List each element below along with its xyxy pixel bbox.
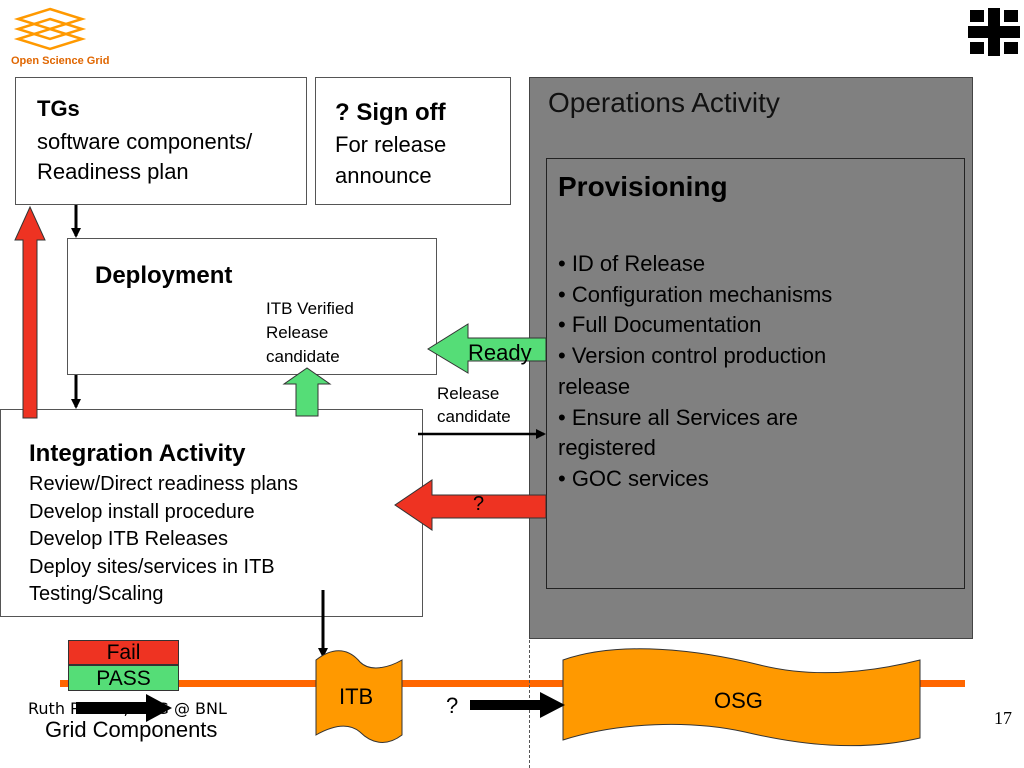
provisioning-box: Provisioning • ID of Release • Configura… bbox=[546, 158, 965, 589]
tgs-line2: Readiness plan bbox=[37, 159, 189, 184]
integration-item: Review/Direct readiness plans bbox=[29, 473, 299, 495]
signoff-box: ? Sign off For release announce bbox=[315, 77, 511, 205]
provisioning-item: • Ensure all Services are bbox=[558, 404, 799, 430]
operations-title: Operations Activity bbox=[548, 87, 780, 118]
release-candidate-line: candidate bbox=[437, 407, 511, 426]
integration-item: Develop install procedure bbox=[29, 500, 255, 523]
page-number: 17 bbox=[994, 708, 1012, 728]
question-red-arrow bbox=[394, 479, 547, 531]
osg-logo-icon bbox=[13, 7, 87, 51]
grid-components-arrow bbox=[76, 694, 172, 722]
signoff-line2: announce bbox=[335, 163, 432, 188]
ready-label: Ready bbox=[468, 340, 532, 365]
bottom-question-label: ? bbox=[446, 693, 459, 718]
pass-badge: PASS bbox=[68, 665, 179, 691]
integration-box: Integration Activity Review/Direct readi… bbox=[0, 409, 423, 617]
deployment-title: Deployment bbox=[95, 262, 233, 289]
signoff-line1: For release bbox=[335, 132, 447, 157]
osg-label: OSG bbox=[714, 688, 763, 713]
footer-author: Ruth Pordes, OSG @ BNL bbox=[28, 699, 227, 718]
integration-item: Testing/Scaling bbox=[29, 583, 164, 605]
deployment-note: ITB Verified Release candidate bbox=[266, 297, 354, 369]
provisioning-item: • GOC services bbox=[558, 465, 709, 491]
provisioning-list: • ID of Release • Configuration mechanis… bbox=[558, 249, 832, 495]
integration-item: Develop ITB Releases bbox=[29, 528, 228, 550]
logo-text: Open Science Grid bbox=[11, 55, 110, 67]
provisioning-item: registered bbox=[558, 435, 656, 461]
grid-components-label: Grid Components bbox=[45, 717, 218, 742]
ready-arrow bbox=[427, 323, 547, 374]
itb-label: ITB bbox=[339, 684, 374, 709]
tgs-line1: software components/ bbox=[37, 129, 253, 154]
red-up-arrow bbox=[14, 205, 46, 419]
green-up-arrow bbox=[282, 367, 332, 417]
deployment-note-line: ITB Verified bbox=[266, 299, 354, 318]
itb-to-osg-arrow bbox=[470, 692, 565, 718]
timeline-line bbox=[60, 680, 965, 687]
itb-banner bbox=[315, 650, 403, 743]
tgs-box: TGs software components/ Readiness plan bbox=[15, 77, 307, 205]
integration-list: Review/Direct readiness plans Develop in… bbox=[29, 471, 298, 609]
provisioning-item: • Version control production bbox=[558, 343, 827, 369]
deployment-box: Deployment ITB Verified Release candidat… bbox=[67, 238, 437, 375]
osg-banner bbox=[562, 648, 921, 747]
provisioning-item: • ID of Release bbox=[558, 251, 706, 276]
deployment-note-line: candidate bbox=[266, 347, 340, 366]
fail-badge: Fail bbox=[68, 640, 179, 665]
release-candidate-line: Release bbox=[437, 384, 500, 403]
tgs-title: TGs bbox=[37, 96, 80, 121]
deployment-note-line: Release bbox=[266, 323, 329, 342]
provisioning-item: • Configuration mechanisms bbox=[558, 281, 833, 307]
provisioning-title: Provisioning bbox=[558, 171, 728, 202]
fermilab-logo-icon bbox=[968, 8, 1020, 56]
integration-item: Deploy sites/services in ITB bbox=[29, 555, 275, 578]
provisioning-item: release bbox=[558, 373, 631, 399]
release-candidate-label: Release candidate bbox=[437, 382, 511, 428]
signoff-title: ? Sign off bbox=[335, 99, 446, 126]
provisioning-item: • Full Documentation bbox=[558, 312, 762, 338]
question-label: ? bbox=[473, 493, 485, 515]
integration-title: Integration Activity bbox=[29, 440, 246, 467]
